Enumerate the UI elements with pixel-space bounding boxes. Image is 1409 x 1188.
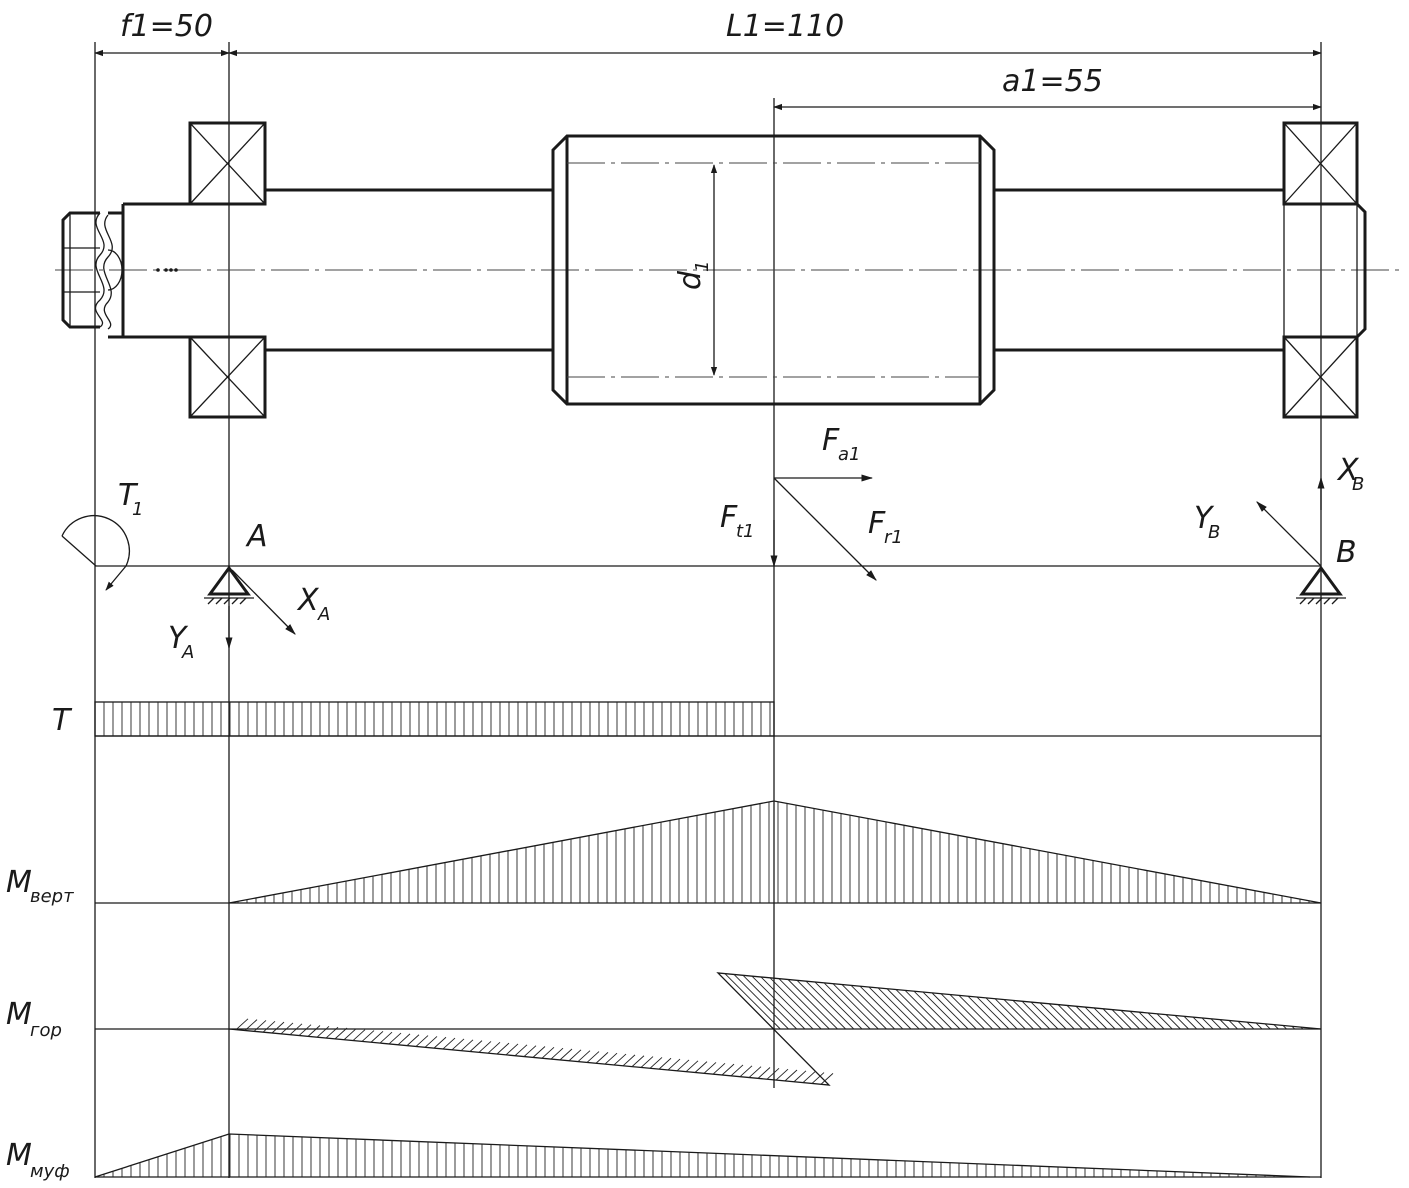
svg-text:1: 1 [692, 261, 713, 272]
diagram-Mvert: M верт [6, 800, 1322, 907]
svg-text:T: T [52, 703, 73, 738]
dimension-f1: f1=50 [94, 9, 230, 57]
svg-text:Y: Y [168, 621, 189, 656]
support-B: B [1296, 535, 1357, 605]
svg-text:M: M [6, 997, 32, 1032]
torque-T1: T 1 [61, 478, 143, 591]
svg-text:A: A [181, 642, 194, 663]
bearing-B [1282, 121, 1367, 419]
svg-text:t1: t1 [736, 521, 755, 542]
svg-text:T: T [118, 478, 139, 513]
svg-text:гор: гор [30, 1020, 62, 1041]
support-A-label: A [245, 519, 268, 554]
svg-text:1: 1 [132, 499, 143, 520]
force-XB: X B [1317, 453, 1364, 510]
dimension-a1-label: a1=55 [1002, 64, 1103, 99]
diagram-Mvert-label: M верт [6, 865, 74, 907]
force-YA: Y A [168, 606, 233, 663]
svg-text:d: d [673, 270, 708, 290]
diagram-Mvert-hatching [237, 801, 1319, 903]
support-B-label: B [1336, 535, 1357, 570]
load-scheme: T 1 A X A Y A F a1 [61, 423, 1364, 663]
diagram-T: T [52, 701, 1321, 738]
force-Fa1: F a1 [774, 423, 874, 482]
reference-lines [94, 42, 1322, 1178]
force-XA: X A [231, 569, 330, 635]
svg-text:Y: Y [1194, 501, 1215, 536]
svg-text:F: F [720, 500, 738, 535]
svg-text:A: A [317, 604, 330, 625]
diagram-Mmuf-label: M муф [6, 1138, 70, 1182]
diagram-T-label: T [52, 703, 73, 738]
svg-text:X: X [296, 583, 320, 618]
svg-text:муф: муф [30, 1161, 70, 1182]
diagram-Mmuf-hatching [103, 1134, 1302, 1177]
svg-text:B: B [1208, 522, 1220, 543]
diagram-Mgor-hatching [235, 973, 1320, 1085]
svg-text:F: F [822, 423, 840, 458]
shaft: d 1 [55, 121, 1405, 419]
dimension-d1-label: d 1 [673, 261, 713, 290]
bearing-A [188, 121, 267, 419]
dimension-L1: L1=110 [228, 9, 1322, 57]
dimension-a1: a1=55 [773, 64, 1322, 111]
gear-body: d 1 [551, 134, 996, 406]
force-Fr1: F r1 [773, 477, 903, 581]
diagram-Mmuf: M муф [6, 1133, 1321, 1182]
diagram-Mgor-label: M гор [6, 997, 62, 1041]
support-A: A [204, 519, 268, 605]
svg-text:F: F [868, 506, 886, 541]
dimension-f1-label: f1=50 [120, 9, 213, 44]
dimension-L1-label: L1=110 [726, 9, 844, 44]
diagram-Mgor: M гор [6, 972, 1322, 1086]
svg-text:M: M [6, 865, 32, 900]
force-YB: Y B [1194, 501, 1322, 567]
svg-text:X: X [1336, 453, 1360, 488]
svg-text:r1: r1 [884, 527, 903, 548]
force-Ft1: F t1 [720, 500, 778, 568]
svg-text:a1: a1 [838, 444, 860, 465]
svg-text:верт: верт [30, 886, 74, 907]
diagram-T-hatching [103, 702, 771, 736]
svg-text:B: B [1352, 474, 1364, 495]
svg-text:M: M [6, 1138, 32, 1173]
